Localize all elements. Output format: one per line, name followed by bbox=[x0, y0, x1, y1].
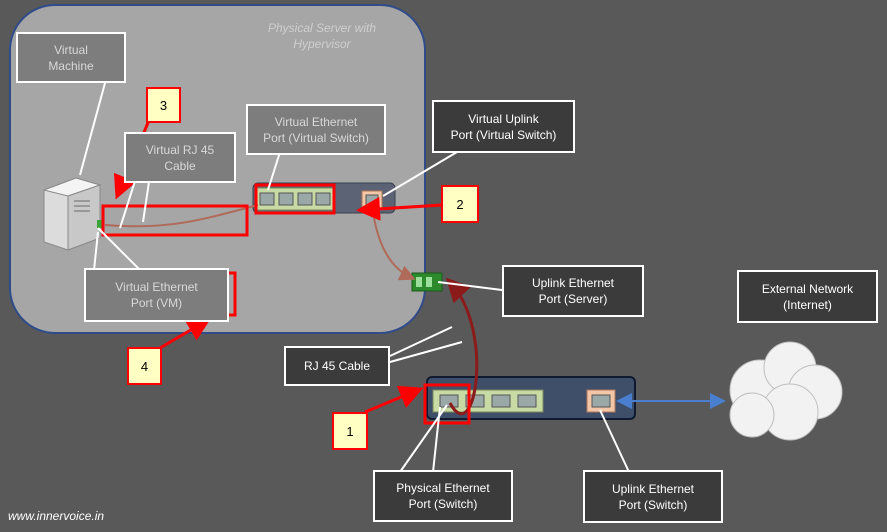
physical-switch-ports bbox=[432, 389, 544, 413]
highlight-vswitch-ports bbox=[254, 183, 336, 215]
arrow-2 bbox=[356, 196, 443, 221]
label-virtual-ethernet-port-vswitch: Virtual Ethernet Port (Virtual Switch) bbox=[246, 104, 386, 155]
vswitch-to-nic-cable bbox=[372, 211, 416, 281]
rj45-cable bbox=[445, 277, 479, 415]
label-rj45-cable: RJ 45 Cable bbox=[284, 346, 390, 386]
label-virtual-machine: Virtual Machine bbox=[16, 32, 126, 83]
label-virtual-ethernet-port-vm: Virtual Ethernet Port (VM) bbox=[84, 268, 229, 322]
label-external-network: External Network (Internet) bbox=[737, 270, 878, 323]
label-uplink-ethernet-port-switch: Uplink Ethernet Port (Switch) bbox=[583, 470, 723, 523]
server-title: Physical Server with Hypervisor bbox=[267, 21, 377, 51]
arrow-1 bbox=[364, 385, 424, 414]
arrow-4 bbox=[159, 317, 212, 350]
label-physical-ethernet-port-switch: Physical Ethernet Port (Switch) bbox=[373, 470, 513, 522]
marker-1: 1 bbox=[332, 412, 368, 450]
label-uplink-ethernet-port-server: Uplink Ethernet Port (Server) bbox=[502, 265, 644, 317]
highlight-virtual-cable bbox=[101, 204, 249, 237]
marker-3: 3 bbox=[146, 87, 181, 123]
label-virtual-uplink-port: Virtual Uplink Port (Virtual Switch) bbox=[432, 100, 575, 153]
footer-url[interactable]: www.innervoice.in bbox=[8, 509, 105, 523]
server-tower-icon bbox=[42, 177, 103, 251]
label-virtual-rj45-cable: Virtual RJ 45 Cable bbox=[124, 132, 236, 183]
highlight-physical-port bbox=[423, 383, 471, 425]
marker-2: 2 bbox=[441, 185, 479, 223]
marker-4: 4 bbox=[127, 347, 162, 385]
cloud-icon bbox=[729, 341, 843, 441]
virtual-rj45-cable bbox=[104, 204, 259, 228]
